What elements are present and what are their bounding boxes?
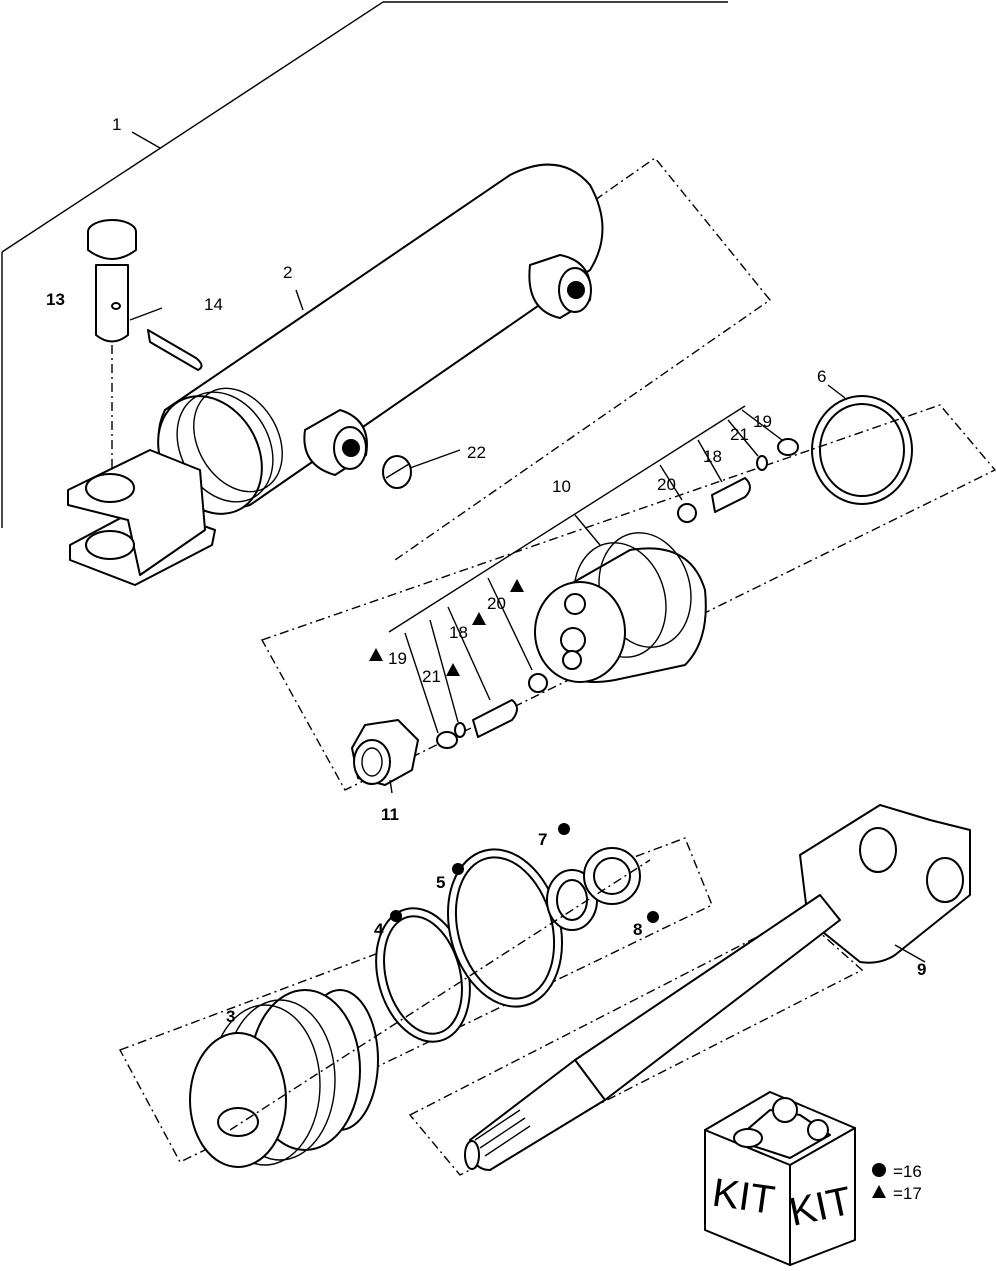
callout-18-left: 18 — [449, 623, 468, 642]
legend-triangle-icon — [872, 1185, 886, 1198]
callout-7: 7 — [538, 830, 547, 849]
cotter-pin — [147, 329, 203, 371]
callout-21-right: 21 — [730, 425, 749, 444]
gland — [189, 989, 379, 1168]
callout-2: 2 — [283, 263, 292, 282]
callout-3: 3 — [226, 1007, 235, 1026]
leader-lines — [129, 289, 846, 794]
callout-19-left: 19 — [388, 649, 407, 668]
piston — [534, 532, 707, 683]
callout-11: 11 — [381, 805, 399, 824]
callout-21-left: 21 — [422, 667, 441, 686]
callout-markers — [369, 579, 659, 923]
callout-22: 22 — [467, 443, 486, 462]
legend-triangle-text: =17 — [893, 1184, 922, 1203]
callout-20-right: 20 — [657, 475, 676, 494]
callout-10: 10 — [552, 477, 571, 496]
clevis-pin — [87, 219, 137, 470]
callout-5: 5 — [436, 873, 445, 892]
assembly-bracket — [1, 1, 728, 528]
callout-20-left: 20 — [487, 594, 506, 613]
rod-dashed-box — [408, 914, 864, 1176]
callout-6: 6 — [817, 367, 826, 386]
legend-circle-text: =16 — [893, 1162, 922, 1181]
valve-parts-left — [436, 673, 548, 749]
plug — [382, 455, 412, 489]
callout-18-right: 18 — [703, 447, 722, 466]
callout-19-right: 19 — [753, 412, 772, 431]
valve-parts-right — [677, 438, 799, 523]
piston-dashed-box — [260, 404, 996, 791]
callout-13: 13 — [46, 290, 65, 309]
callout-1: 1 — [112, 115, 121, 134]
callout-8: 8 — [633, 920, 642, 939]
piston-rod — [464, 804, 971, 1171]
callout-9: 9 — [917, 960, 926, 979]
cylinder-barrel — [157, 163, 604, 515]
callout-14: 14 — [204, 295, 223, 314]
legend-circle-icon — [872, 1163, 886, 1177]
kit-box-icon — [704, 1091, 856, 1266]
kit-label-left: KIT — [710, 1171, 778, 1223]
callout-4: 4 — [374, 920, 384, 939]
barrel-clevis — [67, 449, 216, 586]
seal-rings — [229, 847, 651, 1131]
piston-nut — [351, 719, 419, 786]
